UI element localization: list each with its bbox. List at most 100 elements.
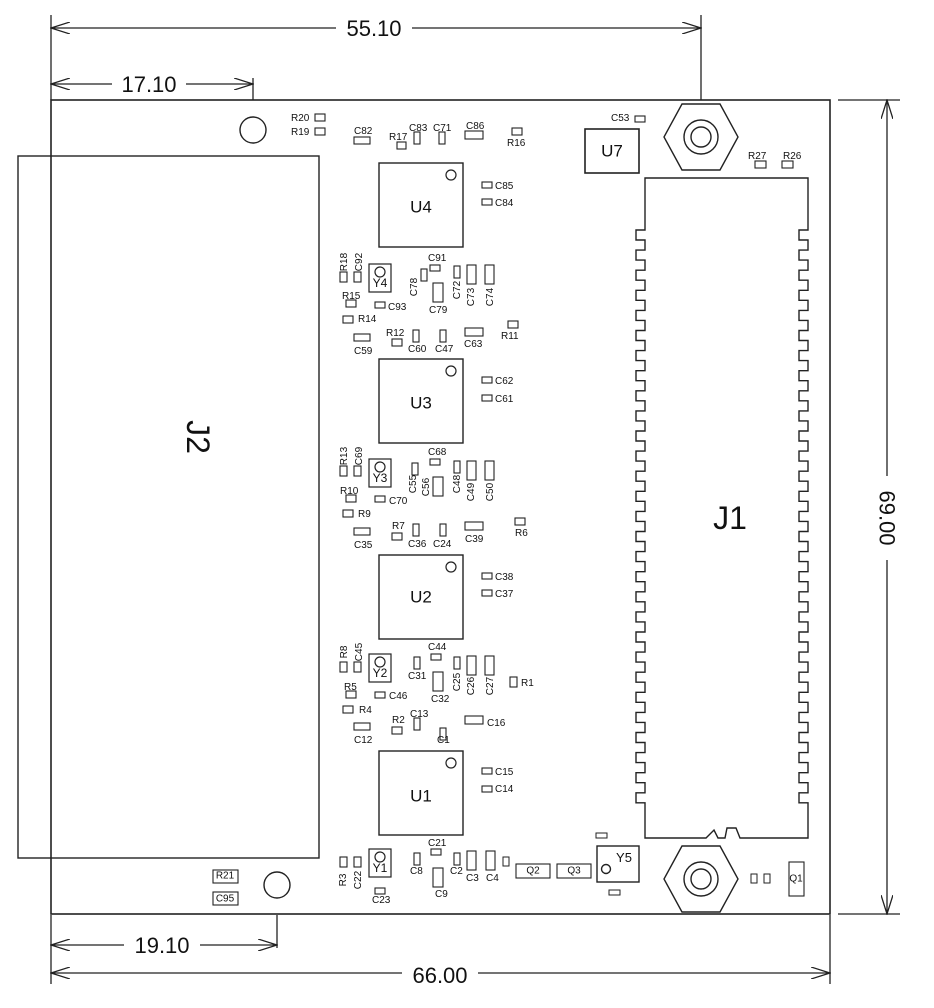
component-c23 (374, 887, 386, 895)
component-c82 (353, 136, 371, 145)
small-pad (763, 873, 771, 884)
component-label-c50: C50 (485, 482, 496, 501)
component-c37 (481, 589, 493, 597)
component-label-c36: C36 (408, 539, 427, 550)
component-c69 (353, 465, 362, 477)
y3-crystal (368, 458, 392, 488)
component-label-c27: C27 (485, 676, 496, 695)
dimension-right-vertical: 69.00 (875, 490, 900, 545)
component-label-c23: C23 (372, 895, 391, 906)
component-label-c71: C71 (433, 123, 452, 134)
component-c35 (353, 527, 371, 536)
component-label-c92: C92 (354, 252, 365, 271)
component-label-r27: R27 (748, 151, 767, 162)
small-pad (502, 856, 510, 867)
hex-standoff-top (663, 103, 739, 171)
component-c38 (481, 572, 493, 580)
component-c39 (464, 521, 484, 531)
small-pad (750, 873, 758, 884)
component-label-c84: C84 (495, 198, 514, 209)
component-label-r15: R15 (342, 291, 361, 302)
dimension-bottom-outer: 66.00 (412, 963, 467, 988)
component-c59 (353, 333, 371, 342)
component-r3 (339, 856, 348, 868)
component-c48 (453, 460, 461, 474)
component-c72 (453, 265, 461, 279)
component-label-c73: C73 (466, 287, 477, 306)
j2-label: J2 (180, 420, 216, 454)
component-label-c49: C49 (466, 482, 477, 501)
component-r1 (509, 676, 518, 688)
component-label-c70: C70 (389, 496, 408, 507)
y5-label: Y5 (616, 850, 632, 865)
mounting-hole-bottom (263, 871, 291, 899)
component-label-c12: C12 (354, 735, 373, 746)
component-label-r18: R18 (339, 252, 350, 271)
component-label-c56: C56 (421, 477, 432, 496)
component-label-r17: R17 (389, 132, 408, 143)
component-label-r12: R12 (386, 328, 405, 339)
component-c61 (481, 394, 493, 402)
component-label-r14: R14 (358, 314, 377, 325)
component-r11 (507, 320, 519, 329)
component-label-c2: C2 (450, 866, 463, 877)
component-q3 (556, 863, 592, 879)
component-r6 (514, 517, 526, 526)
component-c9 (432, 867, 444, 888)
component-c47 (439, 329, 447, 343)
component-label-c14: C14 (495, 784, 514, 795)
y4-crystal (368, 263, 392, 293)
component-c63 (464, 327, 484, 337)
component-r18 (339, 271, 348, 283)
component-c15 (481, 767, 493, 775)
component-label-c68: C68 (428, 447, 447, 458)
component-c79 (432, 282, 444, 303)
component-label-c4: C4 (486, 873, 499, 884)
component-r26 (781, 160, 794, 169)
component-c32 (432, 671, 444, 692)
u7-chip (584, 128, 640, 174)
component-c24 (439, 523, 447, 537)
dimension-top-inner: 17.10 (121, 72, 176, 97)
component-r14 (342, 315, 354, 324)
component-label-q1: Q1 (789, 874, 803, 885)
component-r21 (212, 869, 239, 884)
component-label-r26: R26 (783, 151, 802, 162)
u4-chip (378, 162, 464, 248)
component-r10 (345, 494, 357, 503)
component-c3 (466, 850, 477, 871)
component-label-q2: Q2 (526, 866, 540, 877)
component-c84 (481, 198, 493, 206)
component-label-r1: R1 (521, 678, 534, 689)
u1-chip (378, 750, 464, 836)
component-c93 (374, 301, 386, 309)
component-label-c45: C45 (354, 642, 365, 661)
component-label-q3: Q3 (567, 866, 581, 877)
component-c26 (466, 655, 477, 676)
y1-crystal (368, 848, 392, 878)
component-r17 (396, 141, 407, 150)
small-pad (608, 889, 621, 896)
component-label-c61: C61 (495, 394, 514, 405)
component-c12 (353, 722, 371, 731)
dimension-bottom-inner: 19.10 (134, 933, 189, 958)
component-label-c8: C8 (410, 866, 423, 877)
component-c16 (464, 715, 484, 725)
component-r9 (342, 509, 354, 518)
component-label-c1: C1 (437, 735, 450, 746)
component-label-r20: R20 (291, 113, 310, 124)
y5-crystal (596, 845, 640, 883)
component-c70 (374, 495, 386, 503)
component-c78 (420, 268, 428, 282)
component-r5 (345, 690, 357, 699)
component-c2 (453, 852, 461, 866)
hex-standoff-bottom (663, 845, 739, 913)
component-label-r5: R5 (344, 682, 357, 693)
component-label-c83: C83 (409, 123, 428, 134)
component-label-c82: C82 (354, 126, 373, 137)
component-label-c93: C93 (388, 302, 407, 313)
component-r4 (342, 705, 354, 714)
component-c21 (430, 848, 442, 856)
